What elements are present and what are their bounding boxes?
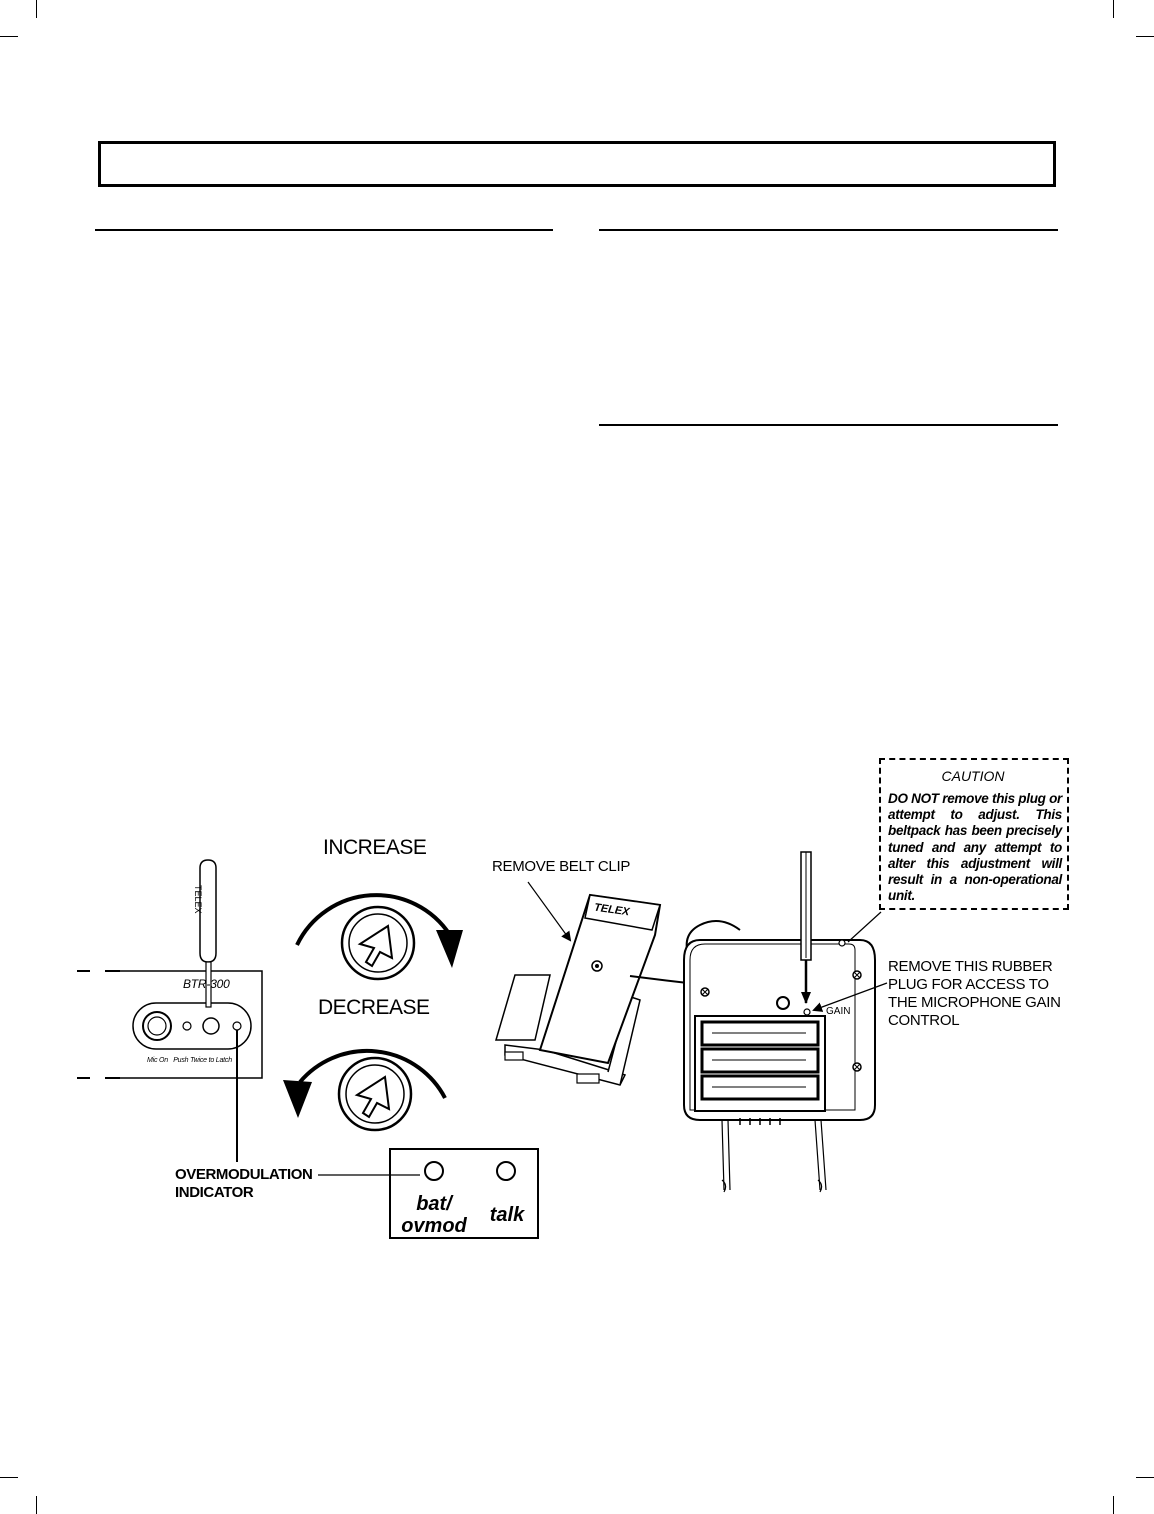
crop-mark (1136, 36, 1154, 37)
section-rule-left (95, 229, 553, 231)
screwdriver-gain-icon (800, 851, 812, 1004)
overmod-label-line: OVERMODULATION (175, 1166, 313, 1183)
rubber-plug-label-line: PLUG FOR ACCESS TO (888, 976, 1049, 993)
screwdriver-brand-label: TELEX (193, 885, 203, 914)
crop-mark (1113, 1496, 1114, 1514)
rubber-plug-label: REMOVE THIS RUBBER PLUG FOR ACCESS TO TH… (888, 958, 1061, 1030)
bat-ovmod-line: bat/ (416, 1193, 452, 1215)
crop-mark (0, 1477, 18, 1478)
caution-box: CAUTION DO NOT remove this plug or attem… (879, 758, 1069, 910)
gain-label: GAIN (826, 1006, 851, 1017)
remove-belt-clip-label: REMOVE BELT CLIP (492, 858, 631, 875)
belt-clip-illustration (494, 881, 774, 1086)
bat-ovmod-label: bat/ ovmod (399, 1193, 469, 1237)
increase-rotation-icon (295, 893, 463, 981)
indicator-panel (389, 1148, 539, 1239)
device-model-label: BTR-300 (183, 977, 230, 991)
crop-mark (36, 0, 37, 18)
crop-mark (36, 1496, 37, 1514)
crop-mark (1136, 1477, 1154, 1478)
increase-label: INCREASE (323, 836, 427, 859)
section-rule-right-middle (599, 424, 1058, 426)
crop-mark (1113, 0, 1114, 18)
beltpack-illustration (683, 920, 876, 1193)
rubber-plug-label-line: THE MICROPHONE GAIN (888, 994, 1061, 1011)
page-header-box (98, 141, 1056, 187)
screwdriver-tool-icon (199, 859, 217, 1008)
device-panel-illustration (77, 970, 263, 1079)
overmod-label-line: INDICATOR (175, 1184, 254, 1201)
overmodulation-indicator-label: OVERMODULATION INDICATOR (175, 1166, 313, 1202)
decrease-rotation-icon (283, 1048, 447, 1132)
bat-ovmod-line: ovmod (401, 1215, 467, 1237)
rubber-plug-label-line: CONTROL (888, 1012, 960, 1029)
talk-label: talk (489, 1204, 525, 1226)
device-caption: Mic On Push Twice to Latch (147, 1057, 232, 1064)
caution-title: CAUTION (941, 768, 1005, 784)
crop-mark (0, 36, 18, 37)
caution-body: DO NOT remove this plug or attempt to ad… (888, 791, 1062, 904)
rubber-plug-label-line: REMOVE THIS RUBBER (888, 958, 1053, 975)
section-rule-right-top (599, 229, 1058, 231)
decrease-label: DECREASE (318, 996, 430, 1019)
